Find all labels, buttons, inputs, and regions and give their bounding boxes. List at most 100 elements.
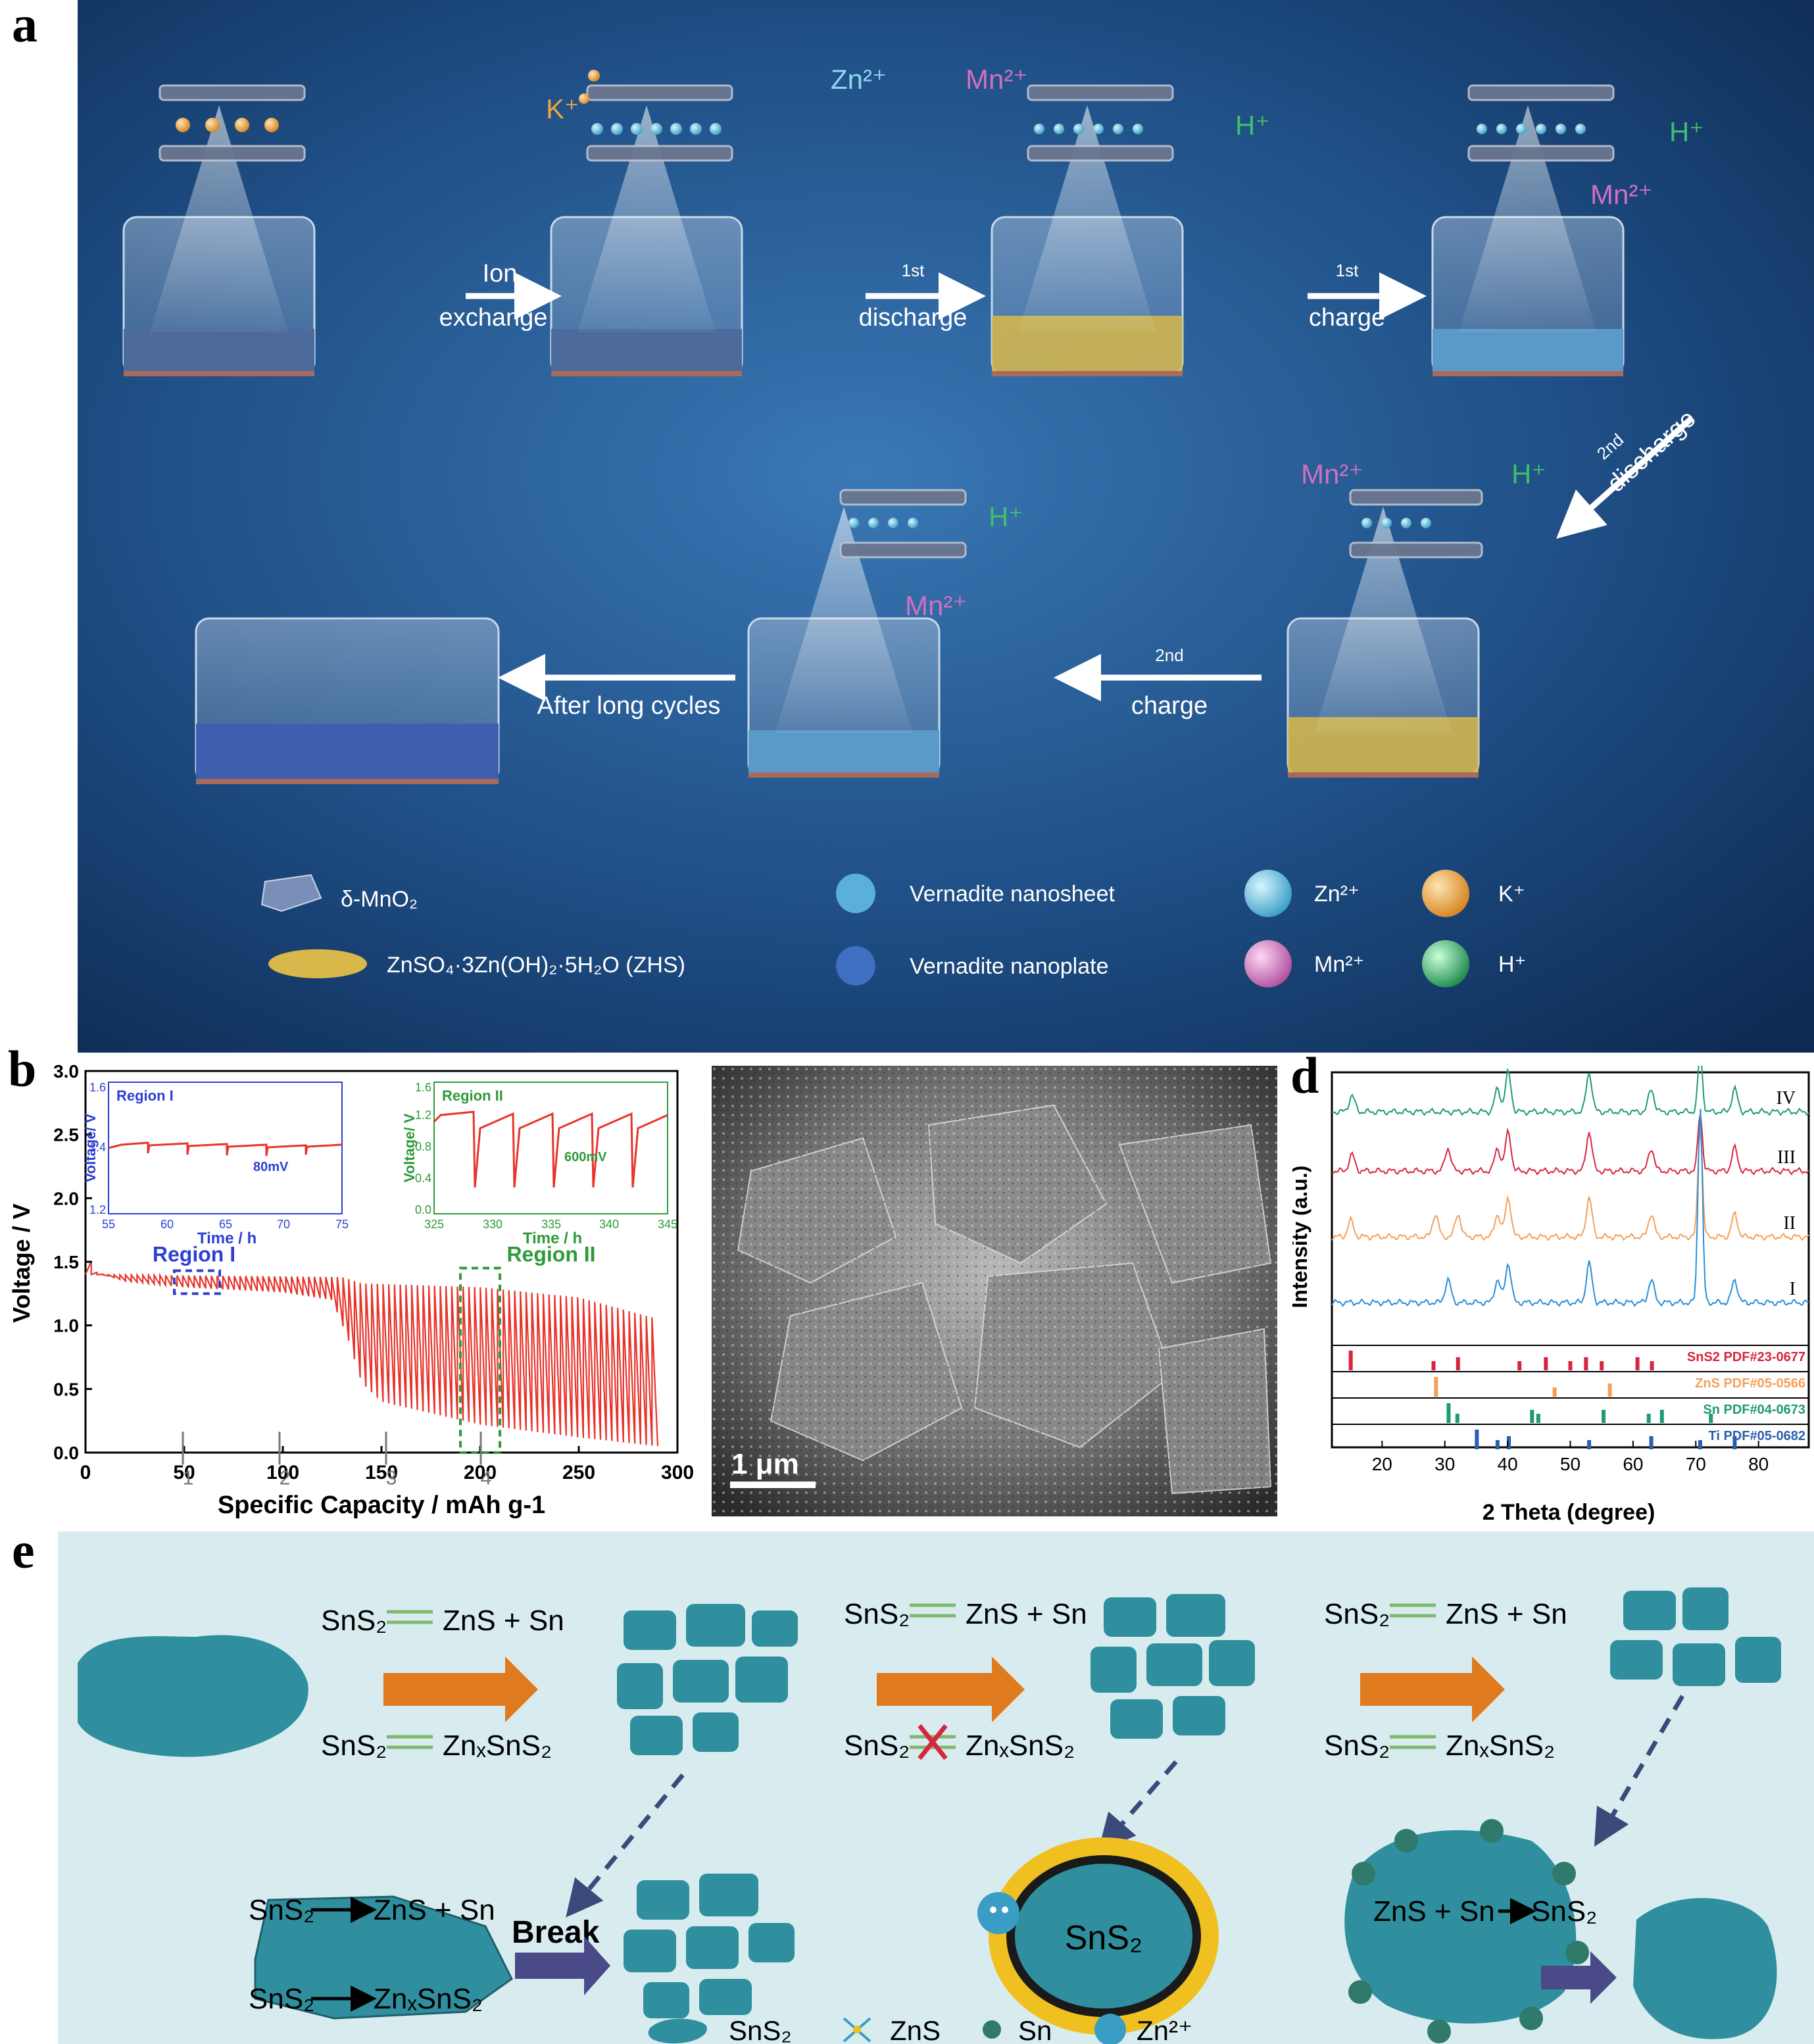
e-core-label: SnS₂ [1065, 1919, 1142, 1957]
b-annotation: 2 [280, 1467, 291, 1489]
b-xtick-label: 300 [661, 1462, 694, 1483]
d-xtick-label: 30 [1434, 1454, 1455, 1474]
d-xtick-label: 20 [1372, 1454, 1392, 1474]
h-ion-label-3: H⁺ [1511, 459, 1546, 489]
panel-label-d: d [1290, 1047, 1319, 1104]
b-ytick-label: 2.0 [53, 1188, 79, 1209]
d-ref-bar [1431, 1361, 1436, 1370]
e-b1a-left: SnS₂ [249, 1894, 314, 1926]
b-series-line [84, 1260, 659, 1447]
d-ref-bar [1530, 1410, 1534, 1423]
d-ref-bar [1507, 1436, 1511, 1449]
b-annotation: Region I [153, 1243, 235, 1266]
d-xtick-label: 50 [1560, 1454, 1581, 1474]
inset1-xtick: 75 [335, 1218, 349, 1231]
inset1-ylabel: Voltage/ V [82, 1113, 99, 1182]
legend-vernadite-nanosheet: Vernadite nanosheet [910, 882, 1115, 907]
d-ref-label: ZnS PDF#05-0566 [1695, 1376, 1805, 1391]
d-ref-bar [1584, 1357, 1588, 1370]
inset2-xtick: 345 [658, 1218, 677, 1231]
inset1-xlabel: Time / h [197, 1230, 257, 1247]
d-ref-bar [1646, 1414, 1651, 1423]
h-ion-label-4: H⁺ [989, 501, 1023, 532]
d-xtick-label: 60 [1623, 1454, 1643, 1474]
inset2-ylabel: Voltage/ V [401, 1113, 418, 1182]
d-xtick-label: 40 [1498, 1454, 1518, 1474]
layered-structures [159, 84, 1615, 559]
panel-label-a: a [12, 0, 37, 53]
e-r3b-right: ZnₓSnS₂ [1446, 1730, 1555, 1762]
h-legend-icon [1422, 940, 1469, 987]
mn-ion-label-1: Mn²⁺ [966, 64, 1028, 95]
d-ref-bar [1434, 1377, 1438, 1397]
e-r1b-left: SnS₂ [321, 1730, 387, 1762]
orange-arrow-1 [383, 1657, 538, 1722]
e-r3b-left: SnS₂ [1324, 1730, 1390, 1762]
sns2-legend-icon [648, 2018, 707, 2044]
break-arrow [515, 1936, 610, 1995]
inset1-xtick: 55 [102, 1218, 115, 1231]
cell-box-3 [991, 105, 1184, 376]
k-ions-row [176, 118, 279, 132]
panel-a: K⁺ Zn²⁺ Mn²⁺ H⁺ H⁺ Mn²⁺ Mn²⁺ H⁺ H⁺ Mn²⁺ … [78, 0, 1814, 1053]
e-r1b-right: ZnₓSnS₂ [443, 1730, 552, 1762]
decorated-particle [1344, 1830, 1577, 2024]
panel-label-e: e [12, 1522, 35, 1579]
e-r1a-right: ZnS + Sn [443, 1605, 564, 1637]
inset-region-1: Region I 80mV Time / h Voltage/ V 55 60 … [82, 1081, 349, 1247]
inset2-ytick: 0.8 [415, 1140, 431, 1153]
b-xtick-label: 200 [464, 1462, 497, 1483]
b-ylabel: Voltage / V [8, 1203, 35, 1322]
d-ref-bar [1568, 1361, 1573, 1370]
k-ions-exiting [579, 70, 600, 104]
mn-ion-label-2: Mn²⁺ [1590, 179, 1653, 210]
inset1-ytick: 1.2 [89, 1203, 106, 1216]
e-legend-zn: Zn²⁺ [1137, 2015, 1192, 2044]
first-discharge-sup: 1st [902, 261, 925, 280]
d-ylabel: Intensity (a.u.) [1292, 1166, 1311, 1309]
inset2-xtick: 325 [424, 1218, 444, 1231]
scale-bar-label: 1 μm [731, 1448, 799, 1480]
e-r1a-left: SnS₂ [321, 1605, 387, 1637]
ion-exchange-label-1: Ion [483, 260, 518, 287]
cell-box-7 [195, 617, 500, 784]
b-annotation: 4 [481, 1467, 492, 1489]
legend-vernadite-nanoplate: Vernadite nanoplate [910, 954, 1108, 979]
legend-mn: Mn²⁺ [1314, 952, 1365, 977]
panel-e: SnS₂ ZnS + Sn SnS₂ ZnₓSnS₂ SnS₂ ZnS + Sn… [58, 1532, 1814, 2044]
legend-h: H⁺ [1498, 952, 1527, 977]
cell-box-2 [550, 105, 743, 376]
b-xtick-label: 50 [173, 1462, 195, 1483]
second-charge-sup: 2nd [1155, 645, 1183, 665]
fragment-cluster-1 [617, 1604, 798, 1755]
d-series-IV [1331, 1066, 1809, 1116]
b-xtick-label: 150 [365, 1462, 398, 1483]
d-series-label: III [1777, 1147, 1796, 1168]
inset2-ytick: 0.4 [415, 1172, 431, 1185]
d-ref-bar [1536, 1414, 1540, 1423]
inset1-xtick: 70 [277, 1218, 290, 1231]
k-legend-icon [1422, 870, 1469, 917]
vernadite-nanoplate-icon [836, 946, 875, 985]
dashed-arrow-2 [1098, 1760, 1178, 1852]
inset2-ytick: 1.2 [415, 1109, 431, 1122]
orange-arrow-3 [1360, 1657, 1505, 1722]
d-xlabel: 2 Theta (degree) [1483, 1500, 1655, 1525]
b-annotation: 1 [183, 1467, 194, 1489]
d-xtick-label: 80 [1748, 1454, 1769, 1474]
d-ref-bar [1650, 1361, 1654, 1370]
d-ref-bar [1698, 1440, 1702, 1449]
inset2-ytick: 1.6 [415, 1081, 431, 1094]
final-arrow [1541, 1951, 1617, 2004]
vernadite-nanosheet-icon [836, 874, 875, 913]
legend-k: K⁺ [1498, 882, 1525, 907]
b-ytick-label: 3.0 [53, 1061, 79, 1082]
d-ref-bar [1455, 1414, 1459, 1423]
mn-ion-label-3: Mn²⁺ [1301, 459, 1363, 489]
b-xtick-label: 250 [562, 1462, 595, 1483]
zns-legend-icon [843, 2017, 871, 2043]
e-b1a-right: ZnS + Sn [374, 1894, 495, 1926]
d-series-label: II [1783, 1213, 1796, 1234]
cracked-sns2-particle [254, 1895, 513, 2020]
